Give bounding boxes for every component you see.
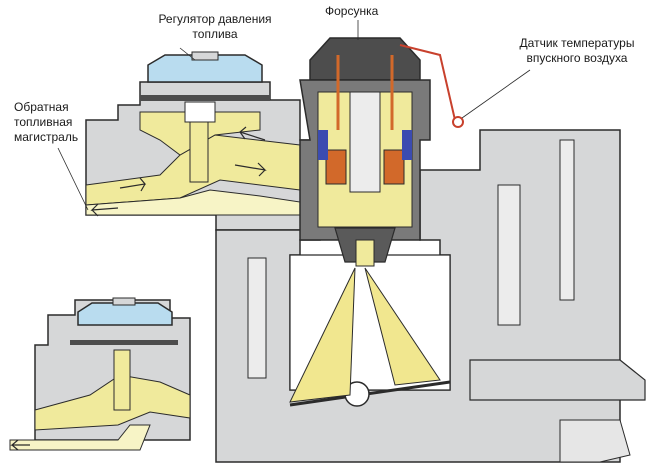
- leader-return: [57, 147, 89, 211]
- coil-right: [383, 149, 405, 185]
- regulator-inset: [9, 297, 191, 451]
- label-regulator: Регулятор давления топлива: [158, 12, 272, 41]
- spray-cone-left: [289, 267, 356, 403]
- flow-arrows: [90, 126, 267, 217]
- spray-cone-right: [364, 267, 441, 386]
- magnet-right: [402, 130, 412, 160]
- leader-lines: [57, 20, 531, 211]
- right-channel-1: [497, 184, 521, 326]
- sensor-lead: [399, 44, 456, 121]
- inset-return-line: [9, 424, 151, 451]
- inset-stem: [113, 349, 131, 411]
- regulator-stem: [189, 121, 209, 183]
- coil-left: [325, 149, 347, 185]
- injector-cap: [309, 37, 421, 81]
- injector: [299, 37, 464, 267]
- sensor-bulb: [452, 116, 464, 128]
- fuel-channel-return: [85, 189, 321, 216]
- label-return-line: Обратная топливная магистраль: [14, 100, 79, 144]
- label-injector: Форсунка: [325, 4, 379, 18]
- arrow-return: [90, 203, 119, 217]
- leader-regulator: [179, 47, 196, 61]
- regulator-dome: [147, 54, 263, 83]
- fuel-spray: [289, 267, 441, 403]
- inset-fuel-channel: [34, 374, 191, 431]
- inset-diaphragm: [70, 340, 178, 345]
- pressure-regulator: [140, 51, 270, 183]
- leader-sensor: [461, 69, 531, 119]
- inset-dome: [77, 302, 173, 326]
- inset-arrow-return: [10, 439, 30, 451]
- arrow-flow-3: [238, 126, 266, 141]
- regulator-diaphragm: [140, 95, 270, 101]
- magnet-left: [318, 130, 328, 160]
- throttle-plate: [289, 380, 451, 407]
- arrow-inlet-1: [119, 177, 147, 192]
- right-outlet-pipe: [469, 359, 646, 401]
- arrow-flow-2: [234, 162, 267, 177]
- right-channel-2: [559, 139, 575, 301]
- inset-nipple: [112, 297, 136, 306]
- bottom-outlet-pipe: [559, 419, 631, 463]
- label-sensor: Датчик температуры впускного воздуха: [519, 36, 635, 65]
- regulator-nipple: [191, 51, 219, 61]
- nozzle-tip: [355, 239, 375, 267]
- regulator-valve: [184, 101, 216, 123]
- injector-armature: [349, 91, 381, 193]
- right-channel-3: [247, 257, 267, 379]
